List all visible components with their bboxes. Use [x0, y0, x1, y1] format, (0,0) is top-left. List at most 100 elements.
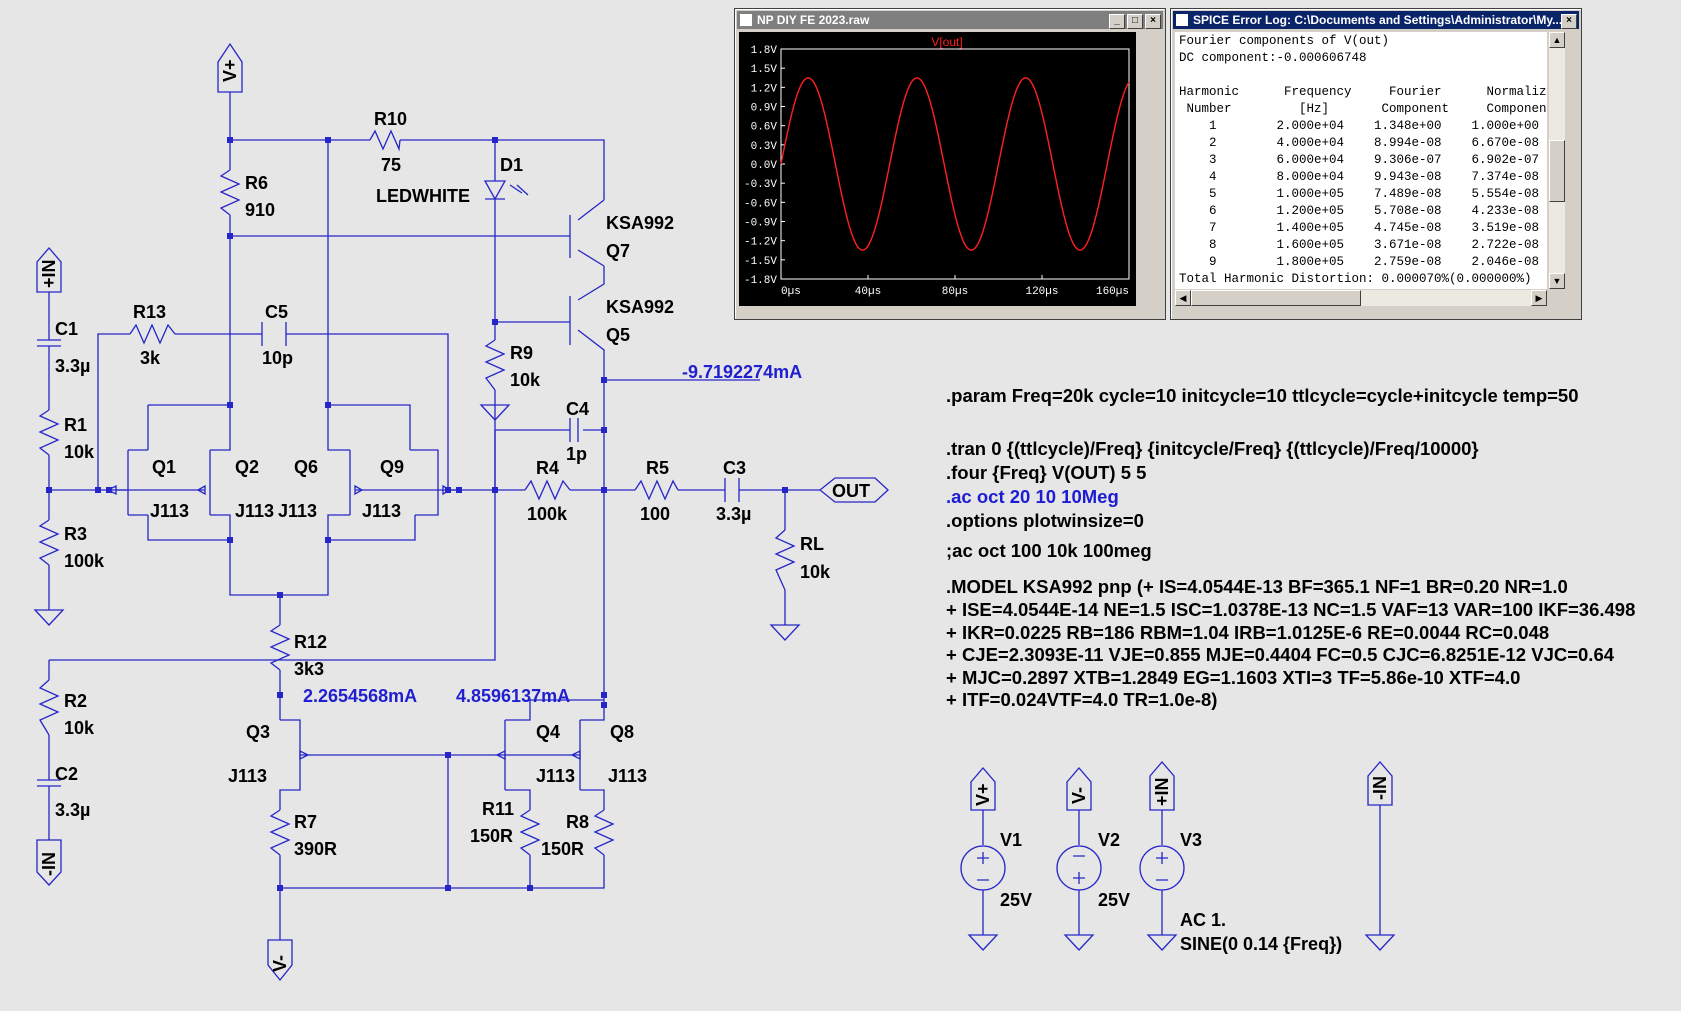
voltage-source-v2-symbol — [1056, 845, 1102, 891]
error-log-titlebar[interactable]: SPICE Error Log: C:\Documents and Settin… — [1173, 11, 1579, 29]
port-label-vminus: V- — [270, 955, 290, 972]
spice-directives[interactable]: .param Freq=20k cycle=10 initcycle=10 tt… — [946, 385, 1635, 710]
port-v1-vplus[interactable]: V+ — [970, 767, 996, 811]
component-labels: R10 75 D1 LEDWHITE R6 910 KSA992 Q7 KSA9… — [55, 109, 1342, 954]
ref-r3: R3 — [64, 524, 87, 544]
scroll-thumb-horizontal[interactable] — [1191, 290, 1361, 306]
resistor-r13-symbol — [129, 323, 176, 345]
scroll-right-arrow-icon[interactable]: ▶ — [1531, 290, 1547, 306]
y-tick-label: 1.5V — [751, 64, 778, 76]
spice-icon — [1176, 14, 1188, 26]
ref-rl: RL — [800, 534, 824, 554]
waveform-window-titlebar[interactable]: NP DIY FE 2023.raw _ □ × — [737, 11, 1163, 29]
ref-r1: R1 — [64, 415, 87, 435]
log-row: 2 4.000e+04 8.994e-08 6.670e-08 — [1179, 136, 1540, 150]
minimize-button[interactable]: _ — [1109, 14, 1125, 29]
resistor-r8-symbol — [593, 809, 615, 856]
ref-d1: D1 — [500, 155, 523, 175]
port-vplus-top[interactable]: V+ — [217, 42, 243, 93]
value-c4: 1p — [566, 444, 587, 464]
port-label-inplus: +IN — [39, 259, 59, 288]
log-row: 8 1.600e+05 3.671e-08 2.722e-08 — [1179, 238, 1540, 252]
scroll-down-arrow-icon[interactable]: ▼ — [1549, 273, 1565, 289]
ground-symbol — [479, 404, 511, 421]
port-inminus-right[interactable]: -IN — [1367, 761, 1393, 806]
port-v2-vminus[interactable]: V- — [1066, 767, 1092, 811]
log-horizontal-scrollbar[interactable]: ◀ ▶ — [1175, 290, 1547, 306]
value-q4: J113 — [536, 766, 575, 786]
close-button[interactable]: × — [1145, 14, 1161, 29]
scroll-thumb[interactable] — [1549, 140, 1565, 202]
port-inplus[interactable]: +IN — [36, 247, 62, 293]
log-vertical-scrollbar[interactable]: ▲ ▼ — [1549, 32, 1565, 289]
ref-q9: Q9 — [380, 457, 404, 477]
log-header-1: Fourier components of V(out) — [1179, 34, 1390, 48]
value-q6: J113 — [278, 501, 317, 521]
log-close-button[interactable]: × — [1561, 14, 1577, 29]
port-label-inminus: -IN — [39, 852, 59, 876]
port-inminus[interactable]: -IN — [36, 839, 62, 886]
ref-q3: Q3 — [246, 722, 270, 742]
value-d1: LEDWHITE — [376, 186, 470, 206]
ref-q4: Q4 — [536, 722, 560, 742]
port-label-inminus-right: -IN — [1370, 776, 1390, 800]
value-r8: 150R — [541, 839, 584, 859]
junction-dots — [46, 137, 788, 891]
maximize-button[interactable]: □ — [1127, 14, 1143, 29]
directive-four: .four {Freq} V(OUT) 5 5 — [946, 462, 1146, 483]
port-vminus-bottom[interactable]: V- — [267, 939, 293, 982]
resistor-r4-symbol — [524, 479, 571, 501]
model-line-5: + MJC=0.2897 XTB=1.2849 EG=1.1603 XTI=3 … — [946, 667, 1520, 688]
ground-symbol — [1364, 934, 1396, 951]
ref-r11: R11 — [482, 799, 514, 819]
ground-symbol — [1146, 934, 1178, 951]
value-q1: J113 — [150, 501, 189, 521]
model-line-6: + ITF=0.024VTF=4.0 TR=1.0e-8) — [946, 689, 1217, 710]
log-column-header-1: Harmonic Frequency Fourier Normalized — [1179, 85, 1547, 99]
y-tick-label: -1.2V — [744, 237, 777, 249]
resistor-r6-symbol — [219, 169, 241, 216]
capacitor-c1-symbol — [37, 339, 61, 370]
current-annotations: -9.7192274mA 2.2654568mA 4.8596137mA — [303, 362, 802, 706]
led-d1-symbol — [483, 180, 529, 201]
scroll-up-arrow-icon[interactable]: ▲ — [1549, 32, 1565, 48]
value-q3: J113 — [228, 766, 267, 786]
schematic-wires — [48, 92, 1381, 940]
error-log-text[interactable]: Fourier components of V(out) DC componen… — [1175, 32, 1547, 289]
model-line-1: .MODEL KSA992 pnp (+ IS=4.0544E-13 BF=36… — [946, 576, 1568, 597]
port-v3-inplus[interactable]: +IN — [1149, 761, 1175, 811]
error-log-title: SPICE Error Log: C:\Documents and Settin… — [1193, 13, 1563, 27]
ref-v1: V1 — [1000, 830, 1022, 850]
ref-v3: V3 — [1180, 830, 1202, 850]
y-tick-label: 0.0V — [751, 160, 778, 172]
value-r6: 910 — [245, 200, 275, 220]
waveform-window-title: NP DIY FE 2023.raw — [757, 13, 870, 27]
trace-name-label: V[out] — [931, 35, 962, 49]
y-tick-label: 1.2V — [751, 83, 778, 95]
model-line-3: + IKR=0.0225 RB=186 RBM=1.04 IRB=1.0125E… — [946, 622, 1549, 643]
ground-symbol — [33, 609, 65, 626]
ground-symbol — [1063, 934, 1095, 951]
value-q8: J113 — [608, 766, 647, 786]
error-log-window[interactable]: SPICE Error Log: C:\Documents and Settin… — [1170, 8, 1582, 320]
value-r11: 150R — [470, 826, 513, 846]
resistor-r12-symbol — [269, 624, 291, 671]
ref-r4: R4 — [536, 458, 559, 478]
resistor-r2-symbol — [38, 679, 60, 736]
waveform-chart: V[out] 1.8V1.5V1.2V0.9V0.6V0.3V0.0V-0.3V… — [744, 35, 1130, 298]
value-v3-ac: AC 1. — [1180, 910, 1226, 930]
log-row: 1 2.000e+04 1.348e+00 1.000e+00 — [1179, 119, 1540, 133]
value-r3: 100k — [64, 551, 105, 571]
scroll-left-arrow-icon[interactable]: ◀ — [1175, 290, 1191, 306]
ref-r2: R2 — [64, 691, 87, 711]
port-out[interactable]: OUT — [818, 477, 889, 503]
trace-vout-line — [780, 77, 1130, 251]
waveform-window[interactable]: NP DIY FE 2023.raw _ □ × V[out] 1.8V 1.5V… — [734, 8, 1166, 320]
x-tick-label: 120µs — [1025, 286, 1058, 298]
y-tick-label: 1.8V — [751, 45, 778, 57]
directive-param: .param Freq=20k cycle=10 initcycle=10 tt… — [946, 385, 1579, 406]
ref-r13: R13 — [133, 302, 166, 322]
y-tick-label: -1.8V — [744, 275, 777, 287]
